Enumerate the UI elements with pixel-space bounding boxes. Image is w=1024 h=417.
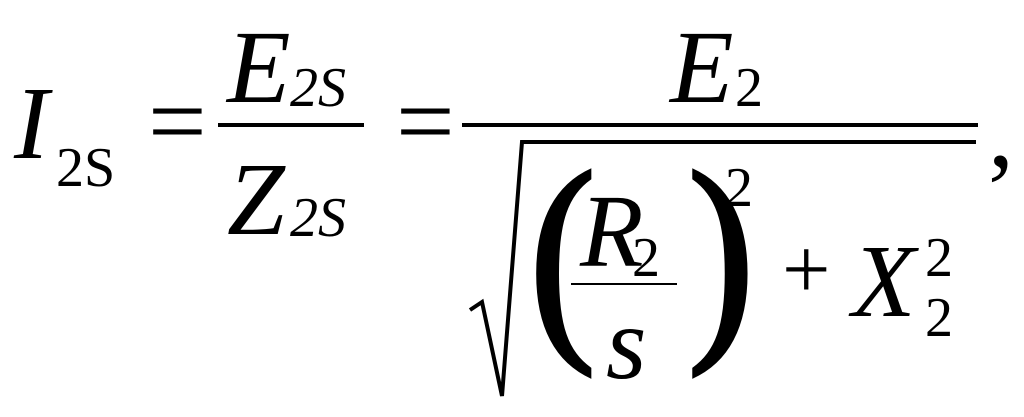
inner-fraction-denominator: s xyxy=(606,286,647,401)
equals-sign-1: = xyxy=(148,64,207,179)
fraction2-numerator-symbol: E xyxy=(670,10,734,125)
lhs-symbol: I xyxy=(14,66,49,181)
fraction1-denominator-symbol: Z xyxy=(227,142,285,257)
left-parenthesis: ( xyxy=(518,131,608,398)
inner-fraction-bar xyxy=(571,283,677,285)
inner-fraction-numerator-subscript: 2 xyxy=(632,227,660,289)
fraction1-bar xyxy=(218,123,364,127)
fraction2-bar xyxy=(462,123,978,127)
parenthesis-exponent: 2 xyxy=(725,157,753,219)
term-subscript: 2 xyxy=(925,287,953,349)
right-parenthesis: ) xyxy=(676,131,766,398)
fraction1-denominator-subscript: 2S xyxy=(290,187,346,249)
inner-fraction-numerator-symbol: R xyxy=(580,174,644,289)
fraction1-numerator-symbol: E xyxy=(227,10,291,125)
lhs-subscript: 2S xyxy=(56,137,116,199)
equals-sign-2: = xyxy=(396,64,455,179)
fraction2-numerator-subscript: 2 xyxy=(735,57,763,119)
trailing-comma: , xyxy=(988,74,1014,189)
fraction1-numerator-subscript: 2S xyxy=(290,57,346,119)
term-symbol: X xyxy=(852,224,916,339)
plus-sign: + xyxy=(782,221,831,317)
term-superscript: 2 xyxy=(925,227,953,289)
